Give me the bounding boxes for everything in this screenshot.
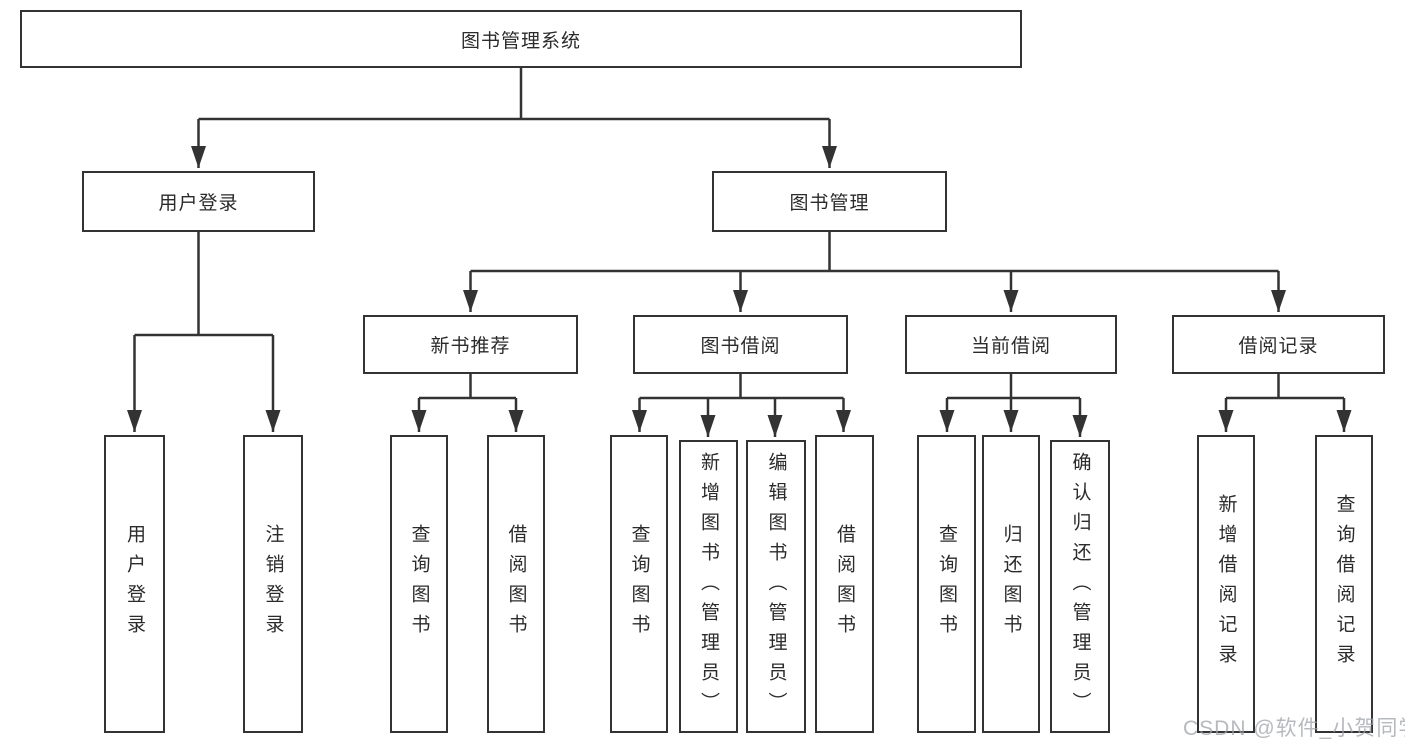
leaf-borrow-books: 借阅图书 [815, 435, 874, 733]
leaf-borrow-query-books-label: 查询图书 [628, 524, 650, 644]
leaf-add-books-admin-label: 新增图书（管理员） [698, 451, 719, 722]
leaf-confirm-return-admin: 确认归还（管理员） [1050, 440, 1110, 733]
connector-book-borrow-group [632, 374, 851, 437]
node-book-borrow: 图书借阅 [633, 315, 848, 374]
leaf-logout: 注销登录 [243, 435, 303, 733]
leaf-return-books: 归还图书 [982, 435, 1040, 733]
leaf-new-query-books: 查询图书 [390, 435, 448, 733]
leaf-current-query-books-label: 查询图书 [936, 524, 957, 644]
leaf-new-borrow-books-label: 借阅图书 [505, 524, 527, 644]
node-book-borrow-label: 图书借阅 [700, 336, 781, 357]
connector-borrow-records-group [1218, 374, 1352, 432]
leaf-current-query-books: 查询图书 [917, 435, 976, 733]
connector-new-book-group [411, 374, 524, 432]
connector-current-borrow-group [939, 374, 1088, 437]
leaf-edit-books-admin: 编辑图书（管理员） [746, 440, 806, 733]
node-root: 图书管理系统 [20, 10, 1022, 68]
node-book-management-label: 图书管理 [789, 193, 870, 214]
leaf-add-borrow-record-label: 新增借阅记录 [1215, 494, 1237, 674]
node-user-login: 用户登录 [82, 171, 315, 232]
leaf-logout-label: 注销登录 [262, 524, 284, 644]
node-borrow-records: 借阅记录 [1172, 315, 1385, 374]
leaf-new-borrow-books: 借阅图书 [487, 435, 545, 733]
node-user-login-label: 用户登录 [158, 193, 239, 214]
leaf-borrow-books-label: 借阅图书 [834, 524, 855, 644]
connector-user-login-group [127, 232, 281, 432]
leaf-add-books-admin: 新增图书（管理员） [679, 440, 738, 733]
node-new-book-recommend-label: 新书推荐 [430, 336, 511, 357]
node-root-label: 图书管理系统 [460, 30, 581, 52]
leaf-user-login-label: 用户登录 [124, 524, 145, 644]
connector-book-mgmt-to-modules [463, 232, 1286, 312]
node-current-borrow-label: 当前借阅 [970, 336, 1051, 357]
csdn-watermark: CSDN @软件_小贺同学 [1183, 717, 1405, 740]
connector-root-to-branches [191, 68, 837, 168]
leaf-user-login: 用户登录 [104, 435, 165, 733]
leaf-confirm-return-admin-label: 确认归还（管理员） [1069, 451, 1091, 722]
leaf-add-borrow-record: 新增借阅记录 [1197, 435, 1255, 733]
leaf-new-query-books-label: 查询图书 [408, 524, 430, 644]
leaf-borrow-query-books: 查询图书 [610, 435, 668, 733]
leaf-query-borrow-record-label: 查询借阅记录 [1333, 494, 1355, 674]
leaf-edit-books-admin-label: 编辑图书（管理员） [765, 451, 787, 722]
node-current-borrow: 当前借阅 [905, 315, 1117, 374]
node-borrow-records-label: 借阅记录 [1238, 336, 1319, 357]
node-book-management: 图书管理 [712, 171, 947, 232]
leaf-return-books-label: 归还图书 [1000, 524, 1022, 644]
node-new-book-recommend: 新书推荐 [363, 315, 578, 374]
leaf-query-borrow-record: 查询借阅记录 [1315, 435, 1373, 733]
